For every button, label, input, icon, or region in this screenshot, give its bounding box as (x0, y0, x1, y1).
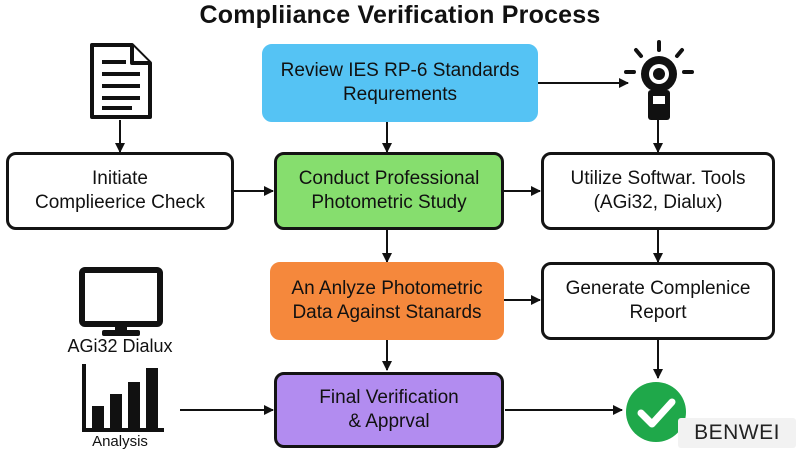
node-initiate-check: Initiate Complieerice Check (6, 152, 234, 230)
document-icon (88, 42, 154, 120)
chart-label: Analysis (92, 433, 148, 450)
node-analyze-data: An Anlyze Photometric Data Against Stana… (270, 262, 504, 340)
node-final-text: Final Verification & Apprval (319, 387, 459, 432)
node-generate-text: Generate Complenice Report (565, 278, 751, 323)
node-review-standards: Review IES RP-6 Standards Requrements (262, 44, 538, 122)
node-final-verification: Final Verification & Apprval (274, 372, 504, 448)
diagram-title: Compliiance Verification Process (199, 1, 601, 29)
node-conduct-text: Conduct Professional Photometric Study (298, 168, 480, 213)
node-utilize-text: Utilize Softwar. Tools (AGi32, Dialux) (570, 168, 746, 213)
node-review-text: Review IES RP-6 Standards Requrements (280, 60, 520, 105)
bar-chart-icon (80, 364, 166, 434)
light-meter-icon (618, 40, 700, 122)
node-utilize-tools: Utilize Softwar. Tools (AGi32, Dialux) (541, 152, 775, 230)
checkmark-icon (624, 380, 688, 444)
node-generate-report: Generate Complenice Report (541, 262, 775, 340)
monitor-label: AGi32 Dialux (67, 336, 173, 356)
watermark-badge: BENWEI (678, 418, 796, 448)
monitor-icon (78, 266, 164, 338)
node-analyze-text: An Anlyze Photometric Data Against Stana… (291, 278, 483, 323)
node-initiate-text: Initiate Complieerice Check (34, 168, 205, 213)
node-conduct-study: Conduct Professional Photometric Study (274, 152, 504, 230)
